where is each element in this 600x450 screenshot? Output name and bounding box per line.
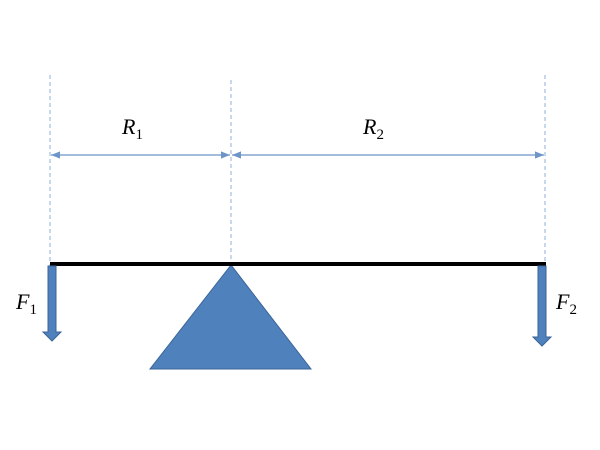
f1-label: F1 [15, 289, 37, 318]
f2-force-arrow [531, 265, 553, 347]
r2-label: R2 [362, 114, 384, 143]
f1-force-arrow [41, 265, 63, 342]
fulcrum-triangle [148, 264, 313, 370]
f2-label: F2 [555, 289, 577, 318]
r1-label: R1 [121, 114, 143, 143]
